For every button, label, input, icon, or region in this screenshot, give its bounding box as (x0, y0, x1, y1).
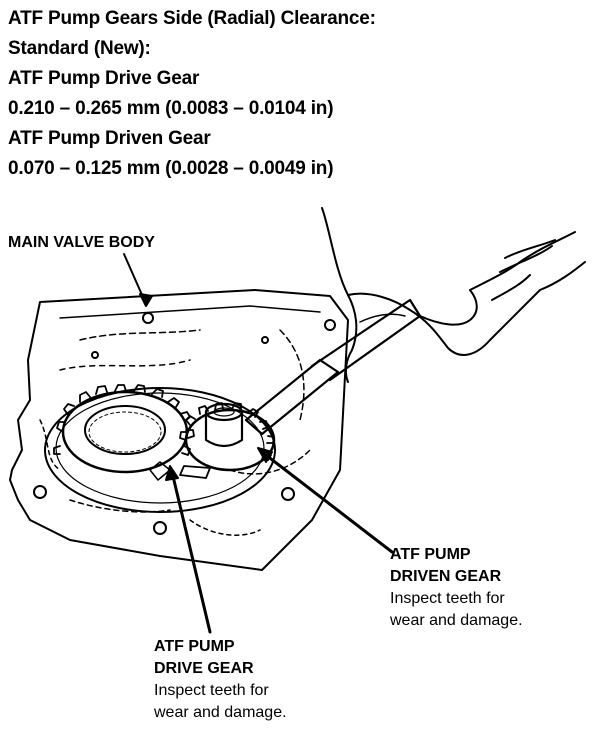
valve-body-passage-3 (39, 419, 61, 471)
spec-drive-gear-heading: ATF Pump Drive Gear (8, 68, 200, 89)
leader-main-valve-body-arrow (139, 293, 153, 307)
label-driven-gear-line1: ATF PUMP (390, 546, 471, 563)
bolt-hole-5 (281, 487, 295, 501)
spec-drive-gear-value: 0.210 – 0.265 mm (0.0083 – 0.0104 in) (8, 98, 334, 119)
valve-body-passage-2 (59, 359, 191, 371)
spec-driven-gear-value: 0.070 – 0.125 mm (0.0028 – 0.0049 in) (8, 158, 334, 179)
label-driven-gear-line2: DRIVEN GEAR (390, 568, 502, 585)
gauge-handle (244, 358, 340, 436)
hand-drawing (321, 207, 586, 383)
label-main-valve-body: MAIN VALVE BODY (8, 232, 155, 254)
leader-drive-gear (170, 470, 212, 634)
label-driven-gear: ATF PUMP DRIVEN GEAR Inspect teeth for w… (390, 544, 523, 632)
driven-gear-drawing (53, 384, 195, 474)
main-valve-body-outline (9, 289, 349, 571)
bolt-hole-6 (91, 351, 99, 359)
label-driven-gear-note2: wear and damage. (390, 612, 523, 629)
valve-body-top-ridge (59, 305, 321, 319)
bolt-hole-3 (33, 485, 47, 499)
valve-body-passage-6 (69, 499, 171, 513)
spec-title: ATF Pump Gears Side (Radial) Clearance: (8, 8, 376, 29)
gauge-handle-grip (310, 298, 422, 382)
label-main-valve-body-text: MAIN VALVE BODY (8, 234, 155, 251)
spec-driven-gear-heading: ATF Pump Driven Gear (8, 128, 211, 149)
bolt-hole-1 (142, 312, 154, 324)
valve-body-passage-7 (189, 519, 261, 536)
bolt-hole-4 (153, 521, 167, 535)
label-drive-gear-note2: wear and damage. (154, 704, 287, 721)
leader-drive-gear-arrow (165, 465, 179, 481)
label-drive-gear-line2: DRIVE GEAR (154, 660, 254, 677)
bolt-hole-7 (261, 336, 269, 344)
bolt-hole-2 (324, 319, 336, 331)
spec-standard: Standard (New): (8, 38, 151, 59)
pump-housing-ring (44, 387, 276, 513)
valve-body-passage-4 (279, 329, 305, 421)
valve-body-passage-1 (79, 329, 201, 341)
valve-body-passage-5 (229, 449, 311, 475)
clearance-spec: ATF Pump Gears Side (Radial) Clearance: … (8, 4, 588, 184)
leader-driven-gear (260, 450, 394, 554)
label-drive-gear-line1: ATF PUMP (154, 638, 235, 655)
label-drive-gear-note1: Inspect teeth for (154, 682, 269, 699)
feeler-gauge-blade (179, 465, 211, 479)
leader-driven-gear-arrow (257, 447, 273, 463)
label-driven-gear-note1: Inspect teeth for (390, 590, 505, 607)
label-drive-gear: ATF PUMP DRIVE GEAR Inspect teeth for we… (154, 636, 287, 724)
